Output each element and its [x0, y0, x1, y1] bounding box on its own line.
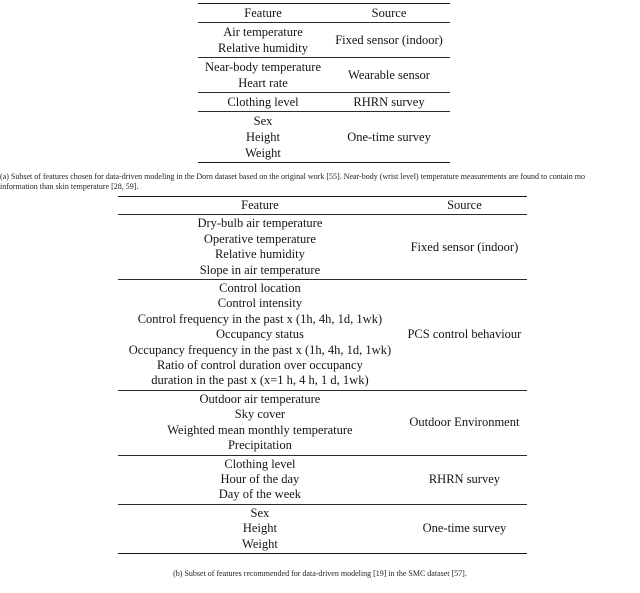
feature-line: Weight — [242, 536, 278, 551]
feature-line: duration in the past x (x=1 h, 4 h, 1 d,… — [151, 373, 369, 388]
feature-line: Sex — [253, 114, 273, 128]
feature-cell: Outdoor air temperature Sky cover Weight… — [118, 390, 402, 455]
column-header-feature: Feature — [241, 198, 279, 212]
table-row: Sex Height Weight One-time survey — [118, 504, 527, 554]
feature-line: Weight — [245, 146, 281, 160]
table-row: Clothing level Hour of the day Day of th… — [118, 455, 527, 505]
feature-line: Clothing level — [224, 456, 296, 471]
table-row: Control location Control intensity Contr… — [118, 280, 527, 391]
feature-cell: Air temperature Relative humidity — [198, 23, 328, 58]
table-row: Air temperature Relative humidity Fixed … — [198, 23, 450, 58]
feature-cell: Clothing level — [198, 93, 328, 112]
feature-line: Control frequency in the past x (1h, 4h,… — [137, 311, 383, 326]
table-a-header-row: Feature Source — [198, 4, 450, 23]
feature-line: Outdoor air temperature — [199, 391, 321, 406]
source-cell: Fixed sensor (indoor) — [410, 239, 519, 254]
source-cell: Fixed sensor (indoor) — [335, 33, 443, 47]
feature-line: Slope in air temperature — [199, 262, 321, 277]
table-a-grid: Feature Source Air temperature Relative … — [198, 3, 450, 163]
table-b: Feature Source Dry-bulb air temperature … — [118, 196, 527, 554]
column-header-source: Source — [371, 6, 407, 20]
feature-line: Day of the week — [218, 487, 302, 502]
table-b-caption: (b) Subset of features recommended for d… — [173, 569, 467, 578]
feature-line: Height — [242, 521, 277, 536]
source-cell: RHRN survey — [353, 95, 425, 109]
feature-line: Operative temperature — [203, 231, 316, 246]
feature-cell: Clothing level Hour of the day Day of th… — [118, 455, 402, 504]
feature-line: Heart rate — [238, 76, 288, 90]
column-header-source: Source — [447, 198, 482, 212]
table-a-caption: (a) Subset of features chosen for data-d… — [0, 172, 640, 192]
feature-line: Air temperature — [223, 25, 303, 39]
table-a-caption-line2: information than skin temperature [28, 5… — [0, 182, 139, 191]
feature-line: Precipitation — [227, 438, 292, 453]
table-b-grid: Feature Source Dry-bulb air temperature … — [118, 196, 527, 554]
feature-cell: Control location Control intensity Contr… — [118, 280, 402, 391]
feature-line: Occupancy frequency in the past x (1h, 4… — [128, 342, 392, 357]
table-a: Feature Source Air temperature Relative … — [198, 3, 450, 163]
table-a-caption-line1: (a) Subset of features chosen for data-d… — [0, 172, 585, 181]
feature-line: Sex — [250, 505, 270, 520]
source-cell: Outdoor Environment — [409, 414, 520, 429]
feature-line: Relative humidity — [214, 247, 305, 262]
source-cell: RHRN survey — [428, 471, 501, 486]
feature-line: Ratio of control duration over occupancy — [157, 358, 363, 373]
source-cell: One-time survey — [422, 521, 507, 536]
feature-line: Weighted mean monthly temperature — [167, 422, 353, 437]
table-row: Near-body temperature Heart rate Wearabl… — [198, 58, 450, 93]
source-cell: Wearable sensor — [348, 68, 430, 82]
feature-line: Hour of the day — [220, 471, 300, 486]
table-row: Sex Height Weight One-time survey — [198, 112, 450, 163]
feature-line: Clothing level — [227, 95, 299, 109]
source-cell: One-time survey — [347, 130, 431, 144]
feature-line: Control intensity — [217, 296, 303, 311]
source-cell: PCS control behaviour — [407, 327, 522, 342]
feature-cell: Dry-bulb air temperature Operative tempe… — [118, 215, 402, 280]
table-row: Outdoor air temperature Sky cover Weight… — [118, 390, 527, 455]
feature-line: Control location — [219, 281, 301, 296]
table-b-header-row: Feature Source — [118, 197, 527, 215]
feature-line: Near-body temperature — [205, 60, 322, 74]
feature-cell: Near-body temperature Heart rate — [198, 58, 328, 93]
table-row: Dry-bulb air temperature Operative tempe… — [118, 215, 527, 280]
column-header-feature: Feature — [244, 6, 282, 20]
feature-line: Relative humidity — [218, 41, 308, 55]
table-row: Clothing level RHRN survey — [198, 93, 450, 112]
feature-cell: Sex Height Weight — [118, 504, 402, 553]
feature-line: Dry-bulb air temperature — [197, 216, 323, 231]
feature-line: Height — [246, 130, 281, 144]
feature-line: Occupancy status — [216, 327, 304, 342]
feature-cell: Sex Height Weight — [198, 112, 328, 163]
feature-line: Sky cover — [234, 407, 286, 422]
